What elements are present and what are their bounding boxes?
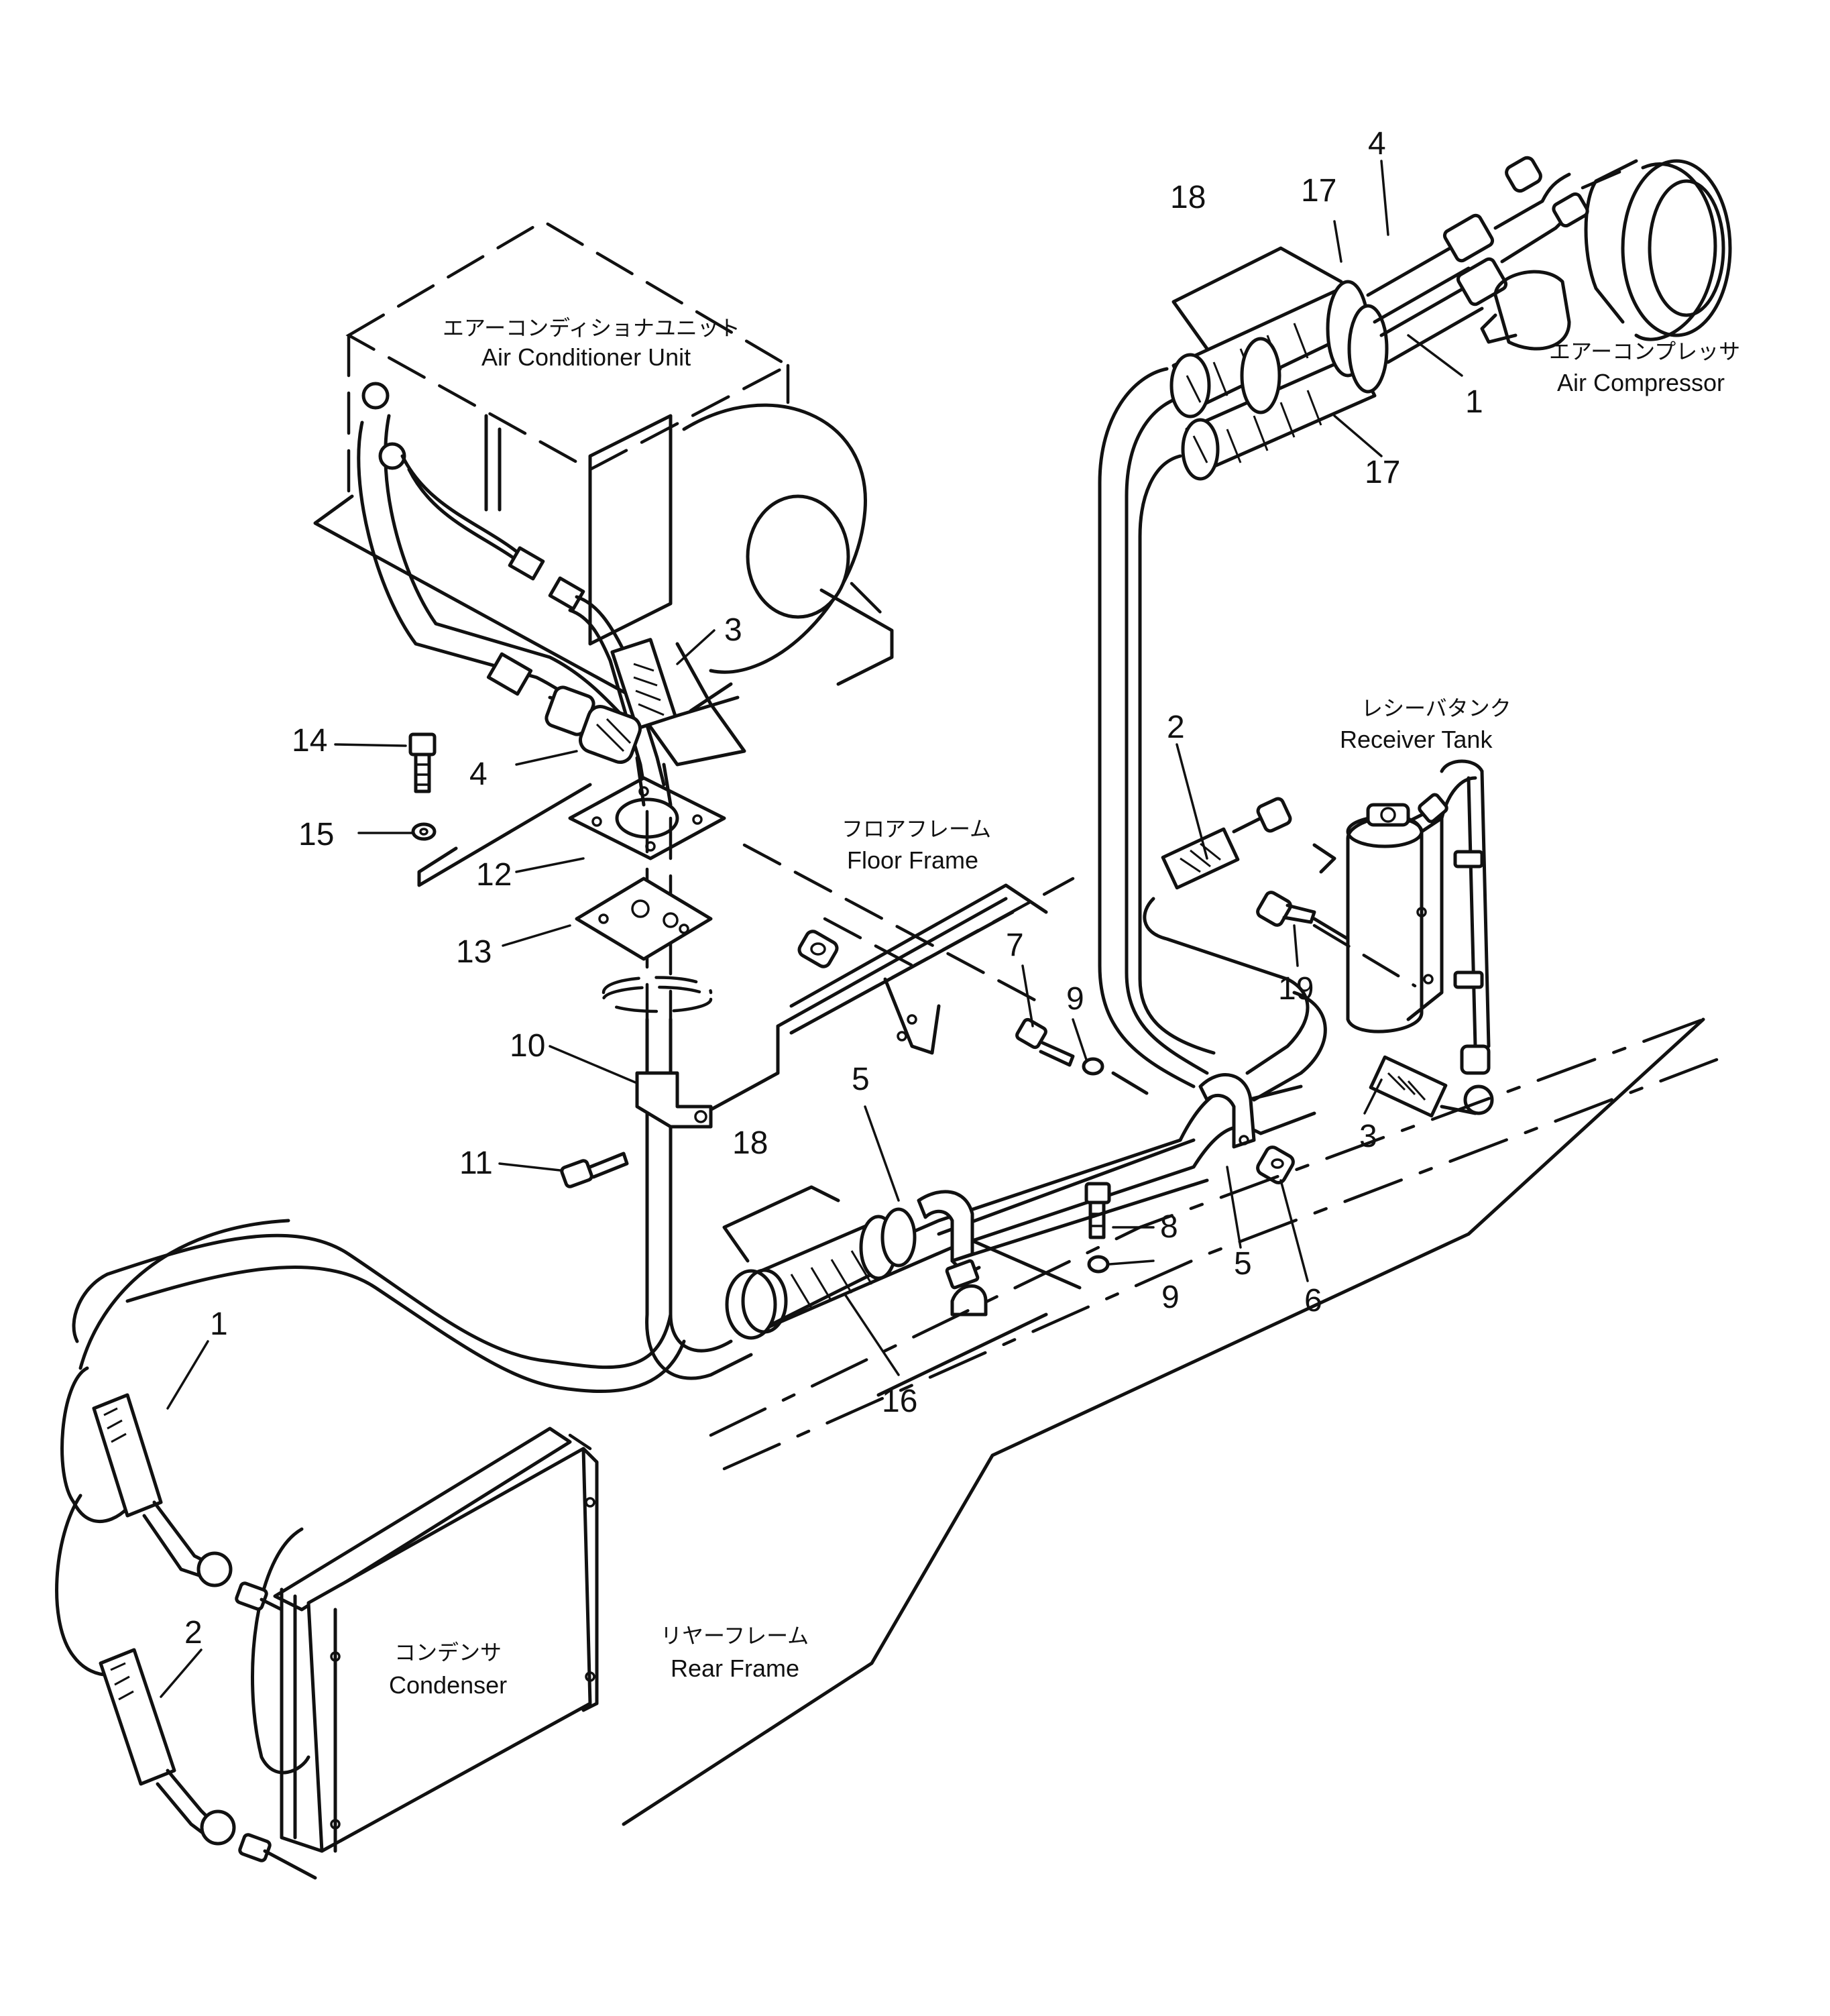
callout-17-lower: 17 xyxy=(1365,455,1400,490)
callout-13: 13 xyxy=(456,934,492,970)
callout-5-left: 5 xyxy=(852,1062,870,1097)
hose-run xyxy=(72,1017,753,1394)
grommet-plates xyxy=(568,756,726,1075)
callout-numbers: 4 17 18 1 17 3 4 14 15 12 13 10 11 18 5 … xyxy=(184,126,1483,1650)
air-compressor xyxy=(1480,156,1732,351)
callout-18-upper: 18 xyxy=(1170,180,1206,215)
rear-frame-label-en: Rear Frame xyxy=(671,1655,799,1682)
callout-5-right: 5 xyxy=(1234,1246,1252,1282)
receiver-tank-label-jp: レシーバタンク xyxy=(1361,695,1511,721)
receiver-tank xyxy=(1161,759,1494,1118)
floor-frame xyxy=(702,843,1075,1115)
ac-unit-label-en: Air Conditioner Unit xyxy=(481,343,691,371)
condenser-label-en: Condenser xyxy=(389,1671,507,1699)
air-conditioner-unit xyxy=(313,219,894,787)
callout-15: 15 xyxy=(298,817,334,852)
bracket-18-bottom xyxy=(722,1185,840,1263)
compressor-hoses xyxy=(1098,172,1585,1102)
callout-7: 7 xyxy=(1006,928,1024,963)
callout-2-condenser: 2 xyxy=(184,1615,203,1650)
callout-9-upper: 9 xyxy=(1066,981,1084,1017)
callout-3-ac-unit: 3 xyxy=(724,612,742,648)
receiver-tank-label-en: Receiver Tank xyxy=(1340,726,1493,753)
callout-17-upper: 17 xyxy=(1301,173,1336,209)
main-hose-run xyxy=(725,1017,1316,1340)
callout-4-compressor: 4 xyxy=(1368,126,1386,162)
blower-motor-icon xyxy=(746,494,850,619)
callout-12: 12 xyxy=(476,857,512,893)
callout-8: 8 xyxy=(1160,1209,1178,1245)
callout-18-lower: 18 xyxy=(732,1125,768,1161)
callout-6: 6 xyxy=(1304,1283,1322,1319)
floor-frame-label-jp: フロアフレーム xyxy=(842,816,991,842)
callout-2-receiver: 2 xyxy=(1167,710,1185,745)
leader-lines xyxy=(160,160,1463,1698)
rear-frame xyxy=(622,1017,1719,1826)
callout-3-receiver: 3 xyxy=(1359,1119,1377,1154)
washer-15 xyxy=(411,822,437,841)
ac-unit-label-jp: エアーコンディショナユニット xyxy=(443,315,740,341)
floor-frame-label-en: Floor Frame xyxy=(847,846,978,874)
callout-11: 11 xyxy=(459,1145,493,1181)
callout-1-compressor: 1 xyxy=(1465,384,1483,420)
bracket-18-top xyxy=(1171,246,1343,351)
callout-19: 19 xyxy=(1278,971,1314,1007)
callout-1-condenser: 1 xyxy=(210,1306,228,1342)
bolt-14 xyxy=(408,732,437,793)
compressor-label-en: Air Compressor xyxy=(1557,369,1725,396)
callout-10: 10 xyxy=(510,1028,545,1064)
callout-9-lower: 9 xyxy=(1161,1280,1180,1315)
callout-4-ac-unit: 4 xyxy=(469,757,488,792)
callout-16: 16 xyxy=(882,1384,917,1419)
compressor-label-jp: エアーコンプレッサ xyxy=(1549,339,1740,364)
component-labels: エアーコンディショナユニット Air Conditioner Unit エアーコ… xyxy=(389,315,1740,1699)
rear-frame-label-jp: リヤーフレーム xyxy=(661,1623,809,1648)
condenser xyxy=(251,1426,599,1853)
condenser-label-jp: コンデンサ xyxy=(394,1640,502,1665)
callout-14: 14 xyxy=(292,723,327,759)
condenser-hoses xyxy=(55,1219,317,1880)
